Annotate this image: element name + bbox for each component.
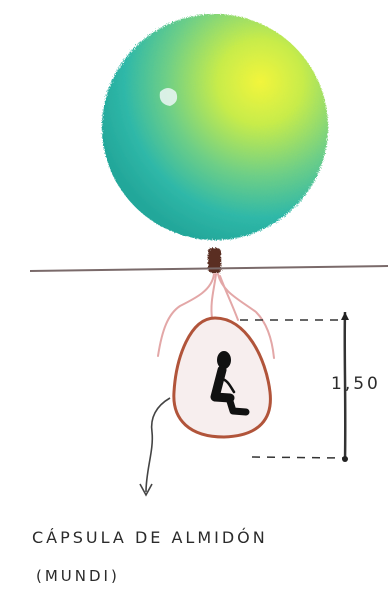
- dimension-bottom-dashed: [252, 457, 344, 458]
- tree-canopy: [102, 14, 328, 240]
- caption-line-2: (MUNDI): [36, 567, 120, 585]
- dimension-label: 1,50: [331, 374, 381, 394]
- leader-arrow: [140, 398, 170, 495]
- tree: [102, 14, 328, 273]
- caption-line-1: CÁPSULA DE ALMIDÓN: [32, 528, 268, 547]
